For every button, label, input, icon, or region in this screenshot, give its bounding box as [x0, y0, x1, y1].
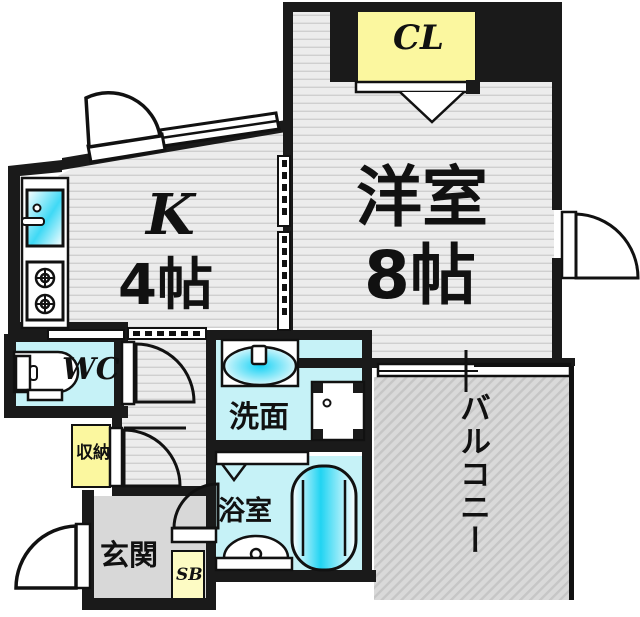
bathtub: [290, 464, 358, 572]
two-burner-gas-stove: [25, 260, 65, 322]
room-floor-balcony: [374, 377, 573, 608]
balcony-sliding-glass-door[interactable]: [374, 350, 574, 608]
kitchen-hall-sill: [127, 327, 207, 340]
shoe-box: [171, 550, 205, 608]
room-label-vanity: 洗面: [229, 400, 289, 435]
room-label-bath: 浴室: [218, 496, 272, 527]
toilet-door-swing[interactable]: [120, 340, 196, 406]
toilet-bowl: [12, 350, 80, 402]
closet-folding-door[interactable]: [354, 80, 480, 124]
room-label-kitchen-size: 4帖: [118, 253, 213, 318]
room-label-western: 洋室: [356, 159, 488, 236]
bath-door[interactable]: [214, 450, 310, 483]
room-label-closet: CL: [393, 18, 444, 58]
room-floor-western: [290, 7, 554, 362]
kitchen-sink: [21, 188, 65, 248]
bath-mirror: [214, 534, 294, 572]
room-label-storage: 収納: [76, 443, 110, 463]
room-label-toilet: WC: [62, 352, 120, 387]
wash-basin: [220, 338, 300, 388]
room-label-kitchen: K: [146, 182, 195, 248]
storage-door-swing[interactable]: [108, 426, 186, 488]
entrance-door-swing[interactable]: [14, 522, 92, 590]
kitchen-counter-front: [47, 329, 125, 340]
washing-machine-pan: [310, 380, 366, 442]
kitchen-service-door-swing[interactable]: [84, 91, 167, 164]
room-label-shoebox: SB: [176, 565, 203, 585]
room-label-western-size: 8帖: [364, 237, 476, 314]
bedroom-outer-door-swing[interactable]: [560, 210, 640, 280]
genkan-inner-door-swing[interactable]: [170, 482, 220, 544]
room-label-balcony: バルコニー: [454, 392, 490, 557]
room-floor-kitchen: [58, 130, 286, 328]
room-label-genkan: 玄関: [100, 538, 159, 572]
kitchen-bedroom-sliding-door[interactable]: [277, 155, 291, 331]
